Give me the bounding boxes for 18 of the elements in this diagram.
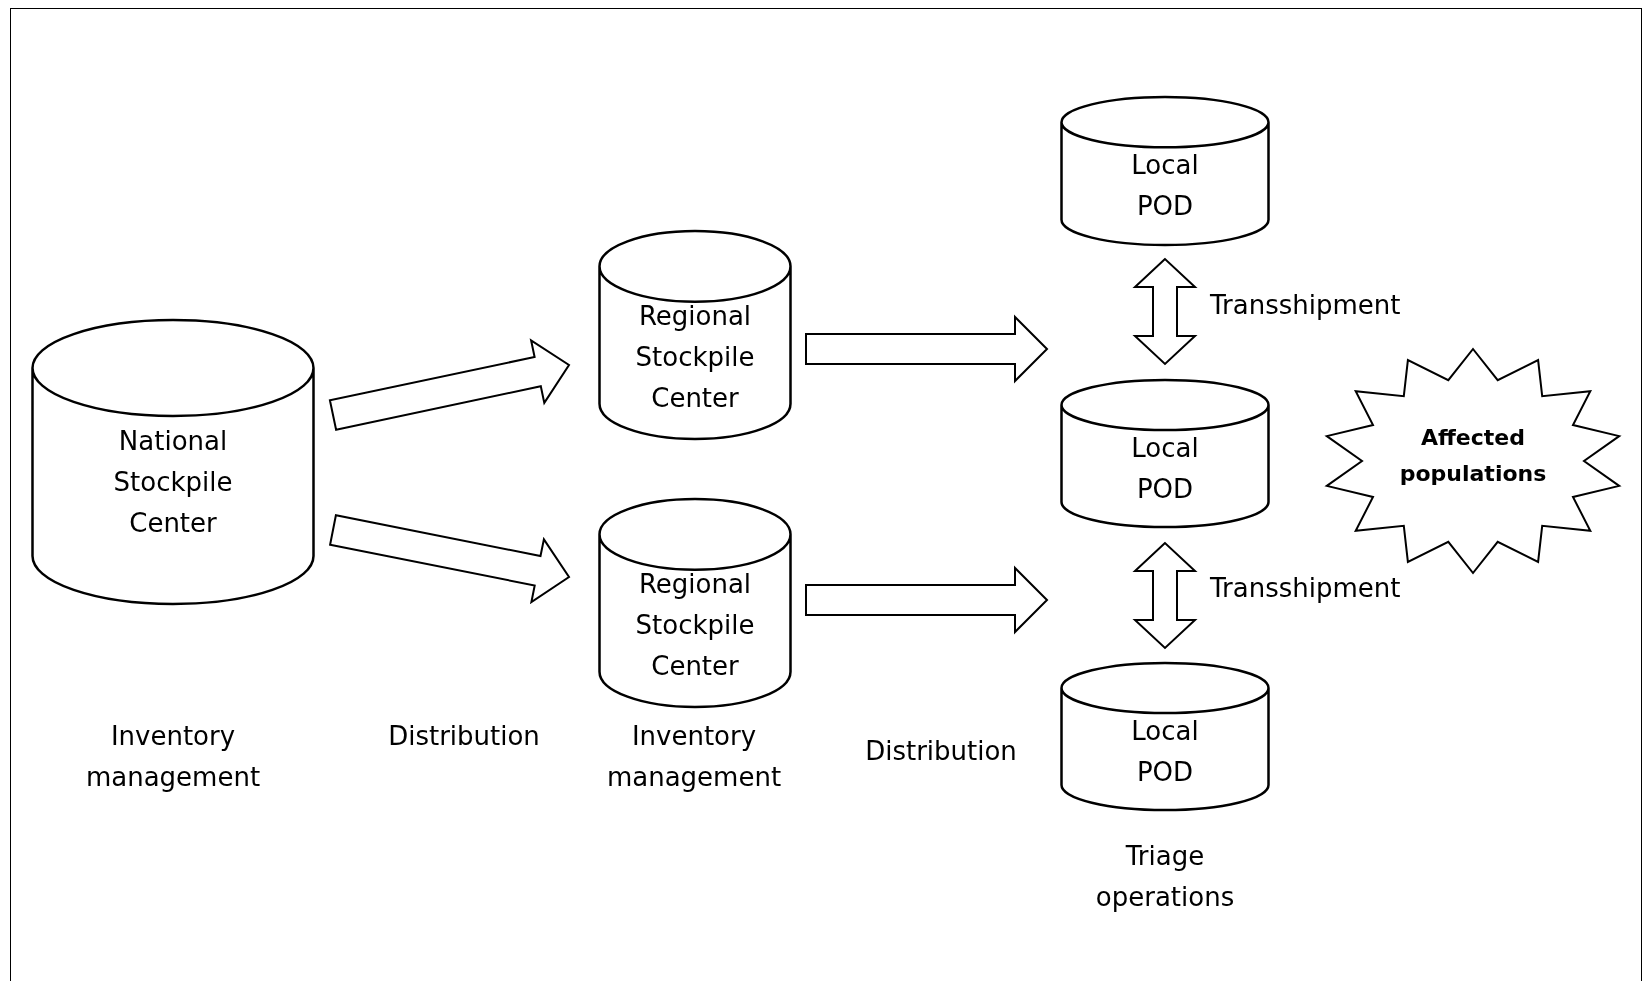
- node-label: Local POD: [1130, 149, 1200, 223]
- burst-label: Affected populations: [1398, 424, 1548, 488]
- stage-label: Distribution: [865, 735, 1017, 768]
- block-arrow: [805, 565, 1049, 635]
- node-label: Local POD: [1130, 431, 1200, 506]
- node-label: Regional Stockpile Center: [634, 567, 756, 683]
- stage-label: Inventory management: [605, 720, 783, 794]
- block-arrow: [328, 514, 571, 605]
- stage-label: Inventory management: [84, 720, 262, 794]
- block-arrow: [1132, 257, 1198, 366]
- block-arrow: [1132, 541, 1198, 650]
- block-arrow: [328, 338, 571, 431]
- caption-text: Triage operations: [1094, 840, 1236, 914]
- node-label: Local POD: [1130, 714, 1200, 789]
- node-label: Regional Stockpile Center: [634, 299, 756, 415]
- node-label: National Stockpile Center: [112, 424, 234, 540]
- stage-label: Distribution: [388, 720, 540, 753]
- block-arrow: [805, 314, 1049, 384]
